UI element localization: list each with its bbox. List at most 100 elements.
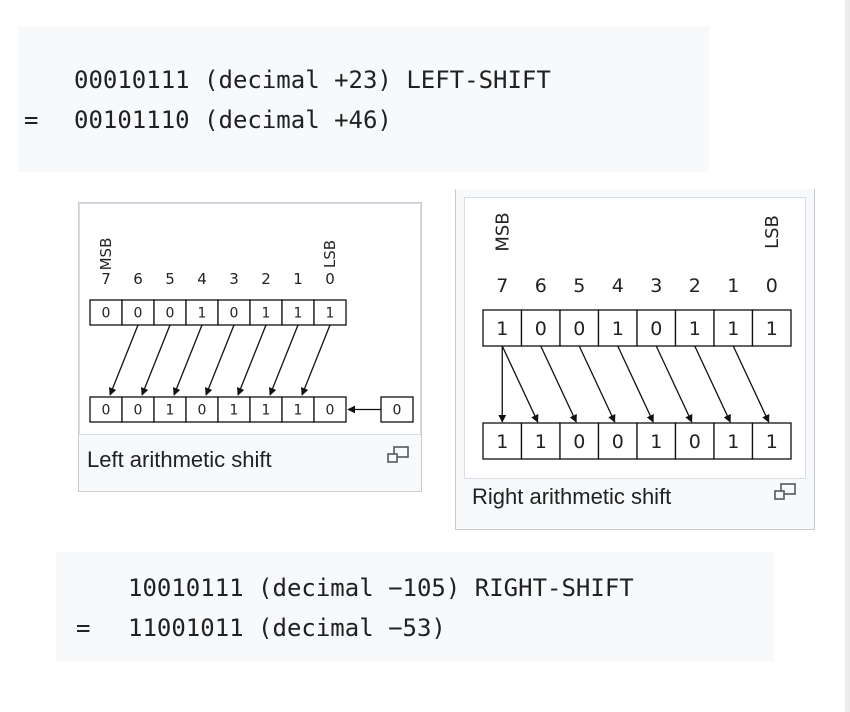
code-equals: =: [76, 614, 91, 642]
output-bit: 1: [166, 403, 175, 419]
output-cell: [482, 422, 523, 460]
code-equals: =: [24, 106, 39, 134]
input-bit: 0: [134, 306, 143, 322]
output-bit: 1: [496, 431, 508, 453]
bit-index-label: 2: [689, 275, 701, 297]
output-bit: 0: [573, 431, 585, 453]
output-bit: 1: [650, 431, 662, 453]
output-cell: [559, 422, 600, 460]
output-bit: 0: [326, 403, 335, 419]
input-bit: 1: [198, 306, 207, 322]
bit-index-label: 6: [133, 270, 143, 288]
msb-label: MSB: [492, 212, 513, 251]
shift-arrow: [204, 324, 235, 396]
shift-arrow: [140, 324, 171, 396]
input-cell: [89, 299, 123, 326]
output-cell: [121, 396, 155, 423]
bit-index-label: 5: [165, 270, 175, 288]
output-cell: [597, 422, 638, 460]
shift-arrow: [108, 324, 139, 396]
input-bit: 0: [535, 318, 547, 340]
code-block-left-shift: 00010111 (decimal +23) LEFT-SHIFT = 0010…: [18, 26, 709, 172]
fill-bit: 0: [393, 403, 402, 419]
bit-index-label: 1: [293, 270, 303, 288]
input-bit: 1: [262, 306, 271, 322]
shift-arrow: [300, 324, 331, 396]
input-bit: 1: [727, 318, 739, 340]
code-line-1: 10010111 (decimal −105) RIGHT-SHIFT: [128, 574, 634, 602]
shift-arrow: [172, 324, 203, 396]
input-cell: [313, 299, 347, 326]
bit-index-label: 0: [766, 275, 778, 297]
shift-arrow: [578, 345, 616, 423]
output-bit: 1: [294, 403, 303, 419]
input-cell: [674, 309, 715, 347]
input-bit: 0: [573, 318, 585, 340]
caption-left-shift: Left arithmetic shift: [87, 447, 272, 472]
magnify-icon[interactable]: [772, 482, 798, 502]
output-cell: [313, 396, 347, 423]
shift-arrow: [501, 345, 539, 423]
output-cell: [217, 396, 251, 423]
input-bit: 0: [166, 306, 175, 322]
caption-right-shift: Right arithmetic shift: [472, 484, 672, 509]
input-bit: 1: [766, 318, 778, 340]
lsb-label: LSB: [321, 240, 339, 268]
input-bit: 1: [689, 318, 701, 340]
bit-index-label: 4: [197, 270, 207, 288]
shift-arrow: [655, 345, 693, 423]
output-cell: [249, 396, 283, 423]
input-cell: [482, 309, 523, 347]
input-cell: [751, 309, 792, 347]
output-bit: 0: [102, 403, 111, 419]
output-bit: 1: [230, 403, 239, 419]
input-bit: 0: [230, 306, 239, 322]
shift-arrow: [540, 345, 577, 423]
code-line-2: 00101110 (decimal +46): [74, 106, 392, 134]
bit-index-label: 2: [261, 270, 271, 288]
bit-index-label: 0: [325, 270, 335, 288]
input-bit: 1: [496, 318, 508, 340]
bit-index-label: 3: [229, 270, 239, 288]
input-bit: 1: [326, 306, 335, 322]
lsb-label: LSB: [762, 215, 783, 249]
output-bit: 1: [727, 431, 739, 453]
magnify-icon[interactable]: [385, 445, 411, 465]
input-bit: 0: [650, 318, 662, 340]
output-bit: 1: [535, 431, 547, 453]
code-line-2: 11001011 (decimal −53): [128, 614, 446, 642]
input-bit: 0: [102, 306, 111, 322]
bit-index-label: 5: [573, 275, 585, 297]
output-cell: [674, 422, 715, 460]
output-bit: 0: [134, 403, 143, 419]
input-cell: [713, 309, 754, 347]
shift-arrow: [732, 345, 770, 423]
bit-index-label: 4: [612, 275, 624, 297]
output-cell: [185, 396, 219, 423]
output-bit: 0: [689, 431, 701, 453]
shift-arrow: [617, 345, 654, 423]
input-cell: [520, 309, 561, 347]
input-bit: 1: [612, 318, 624, 340]
output-bit: 1: [262, 403, 271, 419]
shift-arrow: [694, 345, 731, 423]
code-block-right-shift: 10010111 (decimal −105) RIGHT-SHIFT = 11…: [56, 552, 774, 662]
scrollbar[interactable]: [845, 0, 850, 712]
bit-index-label: 7: [101, 270, 111, 288]
bit-index-label: 7: [496, 275, 508, 297]
output-bit: 0: [612, 431, 624, 453]
bit-index-label: 6: [535, 275, 547, 297]
output-bit: 0: [198, 403, 207, 419]
shift-arrow: [236, 324, 267, 396]
output-cell: [751, 422, 792, 460]
input-cell: [597, 309, 638, 347]
bit-index-label: 3: [650, 275, 662, 297]
output-bit: 1: [766, 431, 778, 453]
output-cell: [89, 396, 123, 423]
